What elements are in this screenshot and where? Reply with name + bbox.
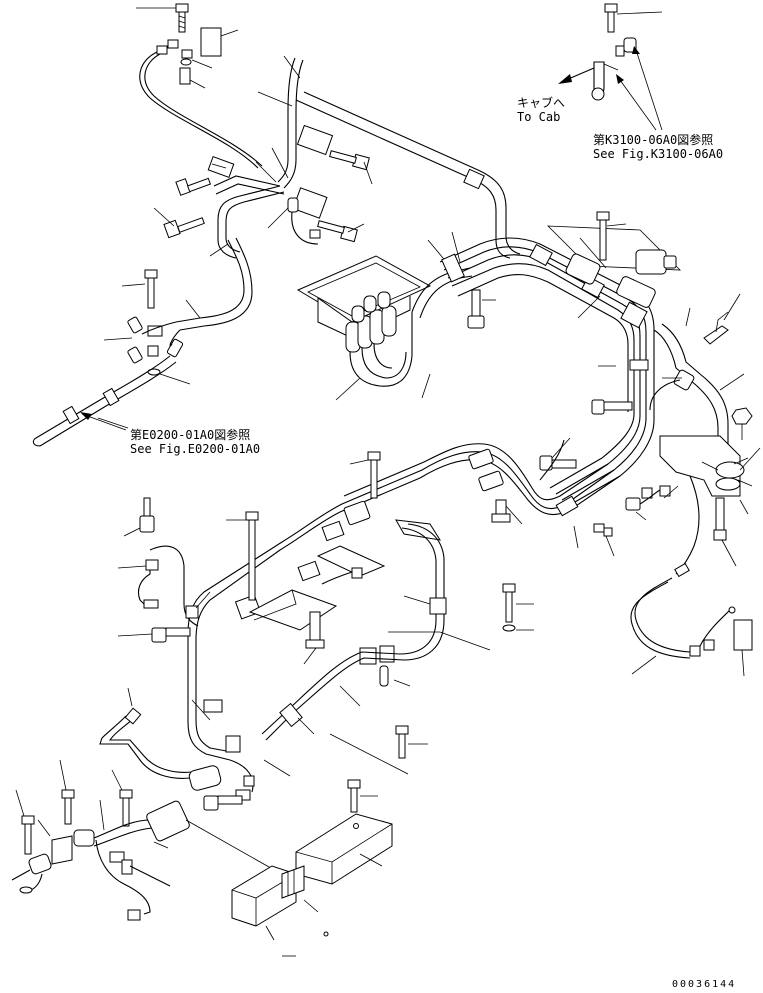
bolt-icon: [163, 217, 205, 239]
bolt-icon: [591, 399, 633, 415]
left-bolts: [153, 150, 373, 243]
mid-harness: [187, 365, 679, 761]
bolt-icon: [119, 789, 133, 827]
bolt-icon: [502, 583, 516, 623]
left-harness: [32, 237, 253, 447]
relay-box-icon: [733, 619, 753, 651]
bolt-icon: [539, 455, 577, 471]
control-valve-box: [296, 231, 473, 401]
bolt-icon: [604, 3, 618, 33]
bolt-icon: [175, 3, 189, 33]
bolt-icon: [144, 269, 158, 309]
valve-spool-cluster: [345, 291, 397, 353]
note-to-cab: キャブへ To Cab: [517, 96, 565, 124]
bolt-icon: [175, 177, 212, 196]
drawing-number: 00036144: [672, 979, 737, 990]
top-left-bolt-group: [136, 3, 263, 169]
right-hose-bundle: [439, 237, 691, 507]
bolt-icon: [491, 499, 511, 523]
note-see-fig-e0200: 第E0200-01A0図参照 See Fig.E0200-01A0: [130, 428, 260, 456]
bottom-left-group: [11, 759, 293, 921]
bolt-icon: [713, 497, 727, 541]
left-mid-harness: [99, 497, 291, 811]
cab-bolt-group: [558, 3, 663, 131]
note-cab-en: To Cab: [517, 110, 561, 124]
bolt-icon: [367, 451, 381, 499]
bolt-icon: [21, 815, 35, 855]
note-k3100-en: See Fig.K3100-06A0: [593, 147, 724, 161]
bolt-icon: [395, 725, 409, 759]
bolt-icon: [245, 511, 259, 601]
note-e0200-en: See Fig.E0200-01A0: [130, 442, 261, 456]
bolt-icon: [305, 611, 325, 649]
bolt-icon: [467, 289, 485, 329]
note-k3100-jp: 第K3100-06A0図参照: [593, 133, 714, 147]
bolt-icon: [596, 211, 610, 261]
solenoid-unit: [546, 211, 682, 308]
note-cab-jp: キャブへ: [517, 96, 566, 110]
bolt-icon: [61, 789, 75, 825]
right-bracket-group: [630, 293, 761, 677]
bolt-icon: [139, 497, 155, 533]
nut-icon: [731, 407, 753, 425]
upper-junction: [207, 55, 521, 259]
bolt-icon: [317, 220, 358, 243]
bottom-cover: [231, 725, 428, 957]
bolt-icon: [151, 627, 191, 643]
note-e0200-jp: 第E0200-01A0図参照: [130, 428, 251, 442]
bolt-icon: [203, 795, 243, 811]
relay-box-icon: [200, 27, 222, 57]
bolt-icon: [347, 779, 361, 813]
note-see-fig-k3100: 第K3100-06A0図参照 See Fig.K3100-06A0: [593, 133, 723, 161]
bolt-icon: [329, 150, 370, 171]
note-leader: [80, 412, 127, 431]
